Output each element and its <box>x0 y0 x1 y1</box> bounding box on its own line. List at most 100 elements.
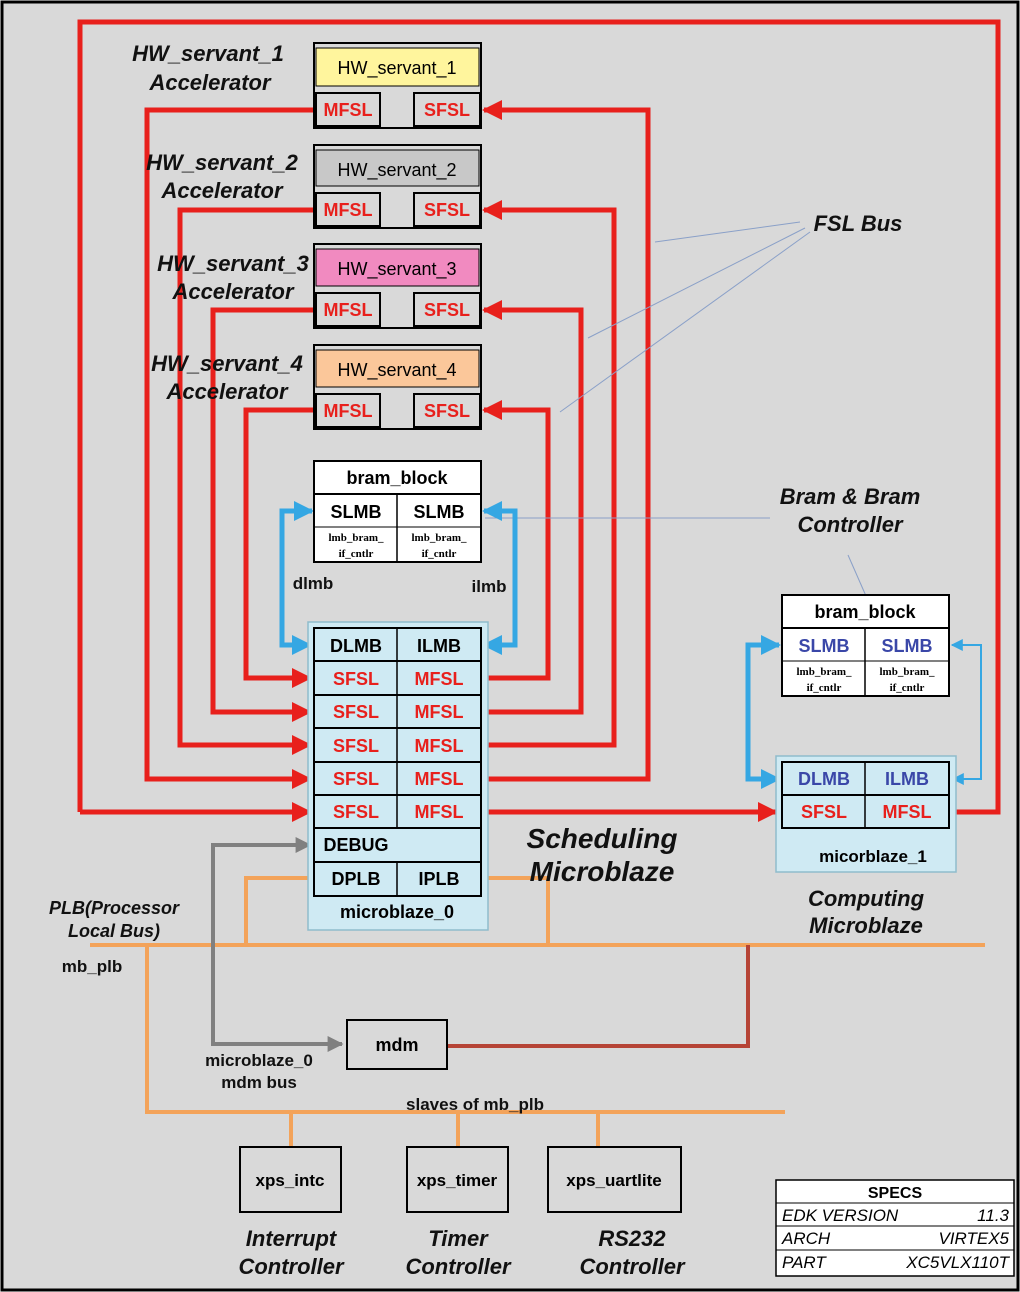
mdm-debug-link <box>211 837 344 1052</box>
fsl-servant3-sfsl-link <box>480 300 584 715</box>
bram-block-1-ctl-a2: if_cntlr <box>807 682 842 694</box>
mb0-ilmb-port: ILMB <box>417 636 461 656</box>
xps-timer-block: xps_timer <box>406 1146 509 1213</box>
plb-caption-1: PLB(Processor <box>49 898 180 918</box>
bram-block-0-ctl-a1: lmb_bram_ <box>329 532 385 544</box>
hw-servant-4: HW_servant_4 MFSL SFSL <box>313 344 482 430</box>
hw-servant-1-name: HW_servant_1 <box>337 58 456 79</box>
hw-servant-2-mfsl: MFSL <box>324 200 373 220</box>
mb1-sfsl-port: SFSL <box>801 802 847 822</box>
mdm-plb-link <box>448 945 750 1048</box>
xps-uartlite-label: xps_uartlite <box>566 1171 661 1190</box>
hw4-caption-title: HW_servant_4 <box>151 351 303 376</box>
mb1-mfsl-port: MFSL <box>883 802 932 822</box>
xps-timer-label: xps_timer <box>417 1171 498 1190</box>
specs-row-3-value: XC5VLX110T <box>905 1253 1010 1272</box>
mb0-mfsl-port-2: MFSL <box>415 702 464 722</box>
timer-caption-2: Controller <box>405 1254 512 1279</box>
specs-row-3-key: PART <box>782 1253 827 1272</box>
bram-block-0-ctl-b2: if_cntlr <box>422 548 457 560</box>
fsl-annotation-lines <box>485 221 867 597</box>
mb0-debug-port: DEBUG <box>323 835 388 855</box>
mb1-ilmb-port: ILMB <box>885 769 929 789</box>
mb0-mfsl-port-4: MFSL <box>415 769 464 789</box>
specs-row-1-value: 11.3 <box>977 1206 1009 1225</box>
bram-caption-1: Bram & Bram <box>780 484 921 509</box>
fsl-bus-lines <box>77 19 1001 822</box>
hw-servant-4-mfsl: MFSL <box>324 401 373 421</box>
mb0-name: microblaze_0 <box>340 902 454 922</box>
mdm-bus-caption-1: microblaze_0 <box>205 1051 313 1070</box>
mb0-dplb-port: DPLB <box>332 869 381 889</box>
fsl-servant2-sfsl-link <box>480 200 617 748</box>
specs-row-2-key: ARCH <box>781 1229 831 1248</box>
hw-servant-2-sfsl: SFSL <box>424 200 470 220</box>
hw-servant-3-sfsl: SFSL <box>424 300 470 320</box>
fsl-servant4-mfsl-link <box>243 407 316 688</box>
hw3-caption-sub: Accelerator <box>171 279 295 304</box>
hw-servant-1-mfsl: MFSL <box>324 100 373 120</box>
dlmb-link <box>279 501 314 655</box>
fsl-outer-link <box>77 19 1001 815</box>
mb1-name: micorblaze_1 <box>819 847 927 866</box>
mb0-iplb-port: IPLB <box>418 869 459 889</box>
specs-title: SPECS <box>868 1185 923 1202</box>
mdm-label: mdm <box>375 1035 418 1055</box>
xps-uartlite-block: xps_uartlite <box>547 1146 682 1213</box>
rs232-caption-2: Controller <box>579 1254 686 1279</box>
plb-dplb-link <box>244 876 316 945</box>
mb0-dlmb-port: DLMB <box>330 636 382 656</box>
intc-caption-1: Interrupt <box>246 1226 338 1251</box>
bram-caption-2: Controller <box>797 512 904 537</box>
hw-servant-3: HW_servant_3 MFSL SFSL <box>313 243 482 329</box>
debug-lines <box>211 837 344 1052</box>
mb1-ilmb-link <box>950 639 982 785</box>
slaves-caption: slaves of mb_plb <box>406 1095 544 1114</box>
mb0-sfsl-port-2: SFSL <box>333 702 379 722</box>
bram-block-1-slmb-b: SLMB <box>882 636 933 656</box>
mb0-sfsl-port-4: SFSL <box>333 769 379 789</box>
hw1-caption-sub: Accelerator <box>148 70 272 95</box>
microblaze-1: DLMB ILMB SFSL MFSL micorblaze_1 <box>775 755 957 873</box>
hw-servant-4-sfsl: SFSL <box>424 401 470 421</box>
rs232-caption-1: RS232 <box>598 1226 666 1251</box>
mdm-block: mdm <box>346 1019 448 1070</box>
hw-servant-2-name: HW_servant_2 <box>337 160 456 181</box>
fsl-servant4-sfsl-link <box>480 400 551 681</box>
plb-iplb-link <box>480 876 550 945</box>
hw-servant-4-name: HW_servant_4 <box>337 360 456 381</box>
microblaze-0: DLMB ILMB SFSL MFSL SFSL MFSL SFSL MFSL … <box>307 621 489 931</box>
fsl-servant1-sfsl-link <box>480 100 651 782</box>
specs-row-2-value: VIRTEX5 <box>938 1229 1009 1248</box>
lmb-lines <box>279 501 781 789</box>
dlmb-caption: dlmb <box>293 574 334 593</box>
mb0-sfsl-port-3: SFSL <box>333 736 379 756</box>
plb-slave-bus <box>145 945 785 1114</box>
hw1-caption-title: HW_servant_1 <box>132 41 284 66</box>
scheduling-caption-1: Scheduling <box>527 823 678 854</box>
timer-caption-1: Timer <box>428 1226 489 1251</box>
specs-row-1-key: EDK VERSION <box>782 1206 899 1225</box>
bram-block-0: bram_block SLMB SLMB lmb_bram_ if_cntlr … <box>313 460 482 563</box>
mb0-sfsl-port-1: SFSL <box>333 669 379 689</box>
plb-caption-2: Local Bus) <box>68 921 160 941</box>
mb0-mfsl-port-5: MFSL <box>415 802 464 822</box>
bram-block-1-ctl-b2: if_cntlr <box>890 682 925 694</box>
mdm-bus-caption-2: mdm bus <box>221 1073 297 1092</box>
bram-block-1-title: bram_block <box>814 602 916 622</box>
ilmb-caption: ilmb <box>472 577 507 596</box>
xps-intc-block: xps_intc <box>239 1146 342 1213</box>
hw-servant-1-sfsl: SFSL <box>424 100 470 120</box>
hw-servant-1: HW_servant_1 MFSL SFSL <box>313 42 482 129</box>
plb-bus-lines <box>90 876 985 1147</box>
fsl-servant3-mfsl-link <box>210 307 316 722</box>
mb1-dlmb-link <box>745 635 781 789</box>
bram-block-0-slmb-a: SLMB <box>331 502 382 522</box>
bram-block-0-ctl-b1: lmb_bram_ <box>412 532 468 544</box>
bram-block-1-ctl-b1: lmb_bram_ <box>880 666 936 678</box>
hw3-caption-title: HW_servant_3 <box>157 251 309 276</box>
hw-servant-3-mfsl: MFSL <box>324 300 373 320</box>
mb-plb-caption: mb_plb <box>62 957 122 976</box>
fsl-servant2-mfsl-link <box>177 207 316 755</box>
